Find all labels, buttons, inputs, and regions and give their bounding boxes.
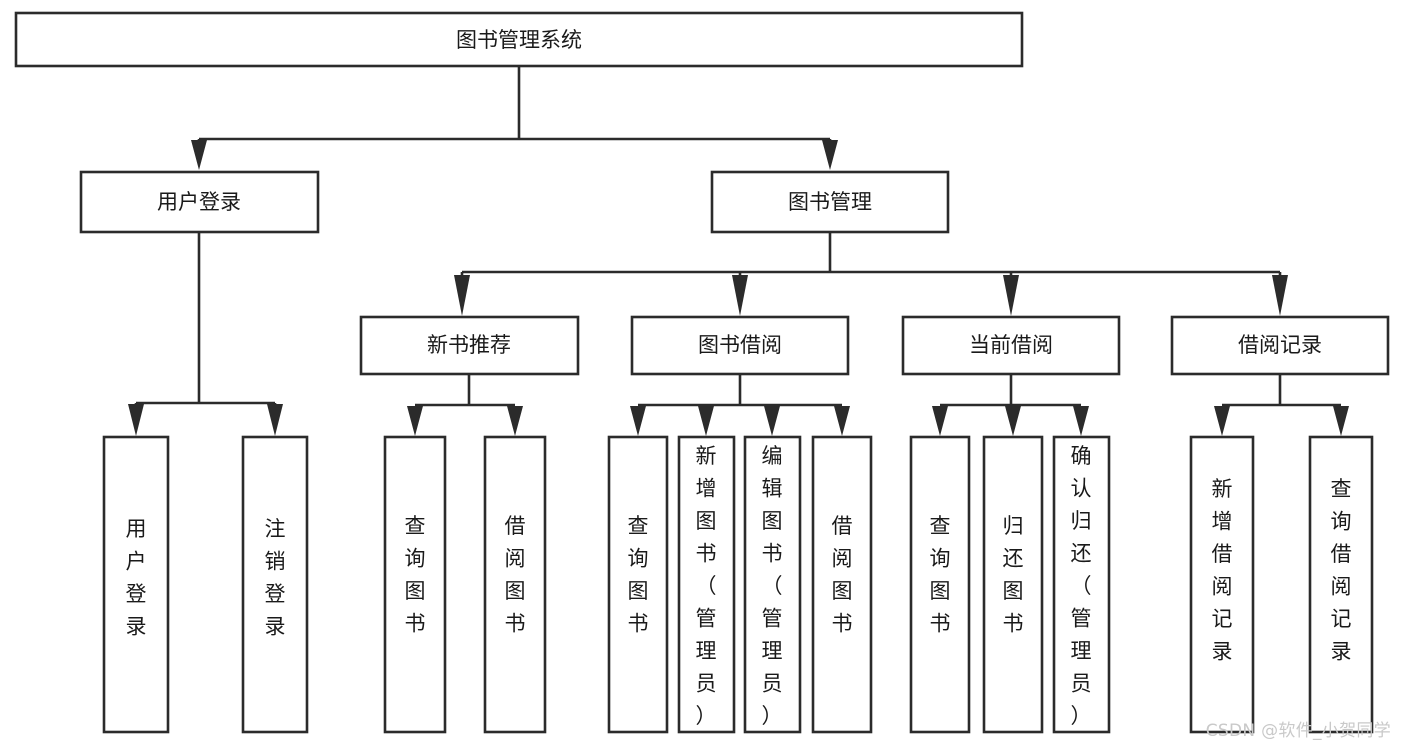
node-book-borrow-box[interactable]: [630, 315, 850, 376]
leaf-query-book-recommend-box[interactable]: [383, 435, 447, 734]
leaf-query-borrow-record[interactable]: 查询借阅记录: [1308, 435, 1374, 734]
node-root-label: 图书管理系统: [456, 28, 582, 52]
leaf-query-book-recommend[interactable]: 查询图书: [383, 435, 447, 734]
arrowhead-leaf-add-book-admin: [698, 406, 714, 436]
leaf-return-book-box[interactable]: [982, 435, 1044, 734]
arrowhead-leaf-add-borrow-record: [1214, 406, 1230, 436]
node-current-borrow-box[interactable]: [901, 315, 1121, 376]
node-new-book-recommend[interactable]: 新书推荐: [359, 315, 580, 376]
leaf-query-book-current-box[interactable]: [909, 435, 971, 734]
leaf-confirm-return-admin-box[interactable]: [1052, 435, 1111, 734]
leaf-query-borrow-record-box[interactable]: [1308, 435, 1374, 734]
leaf-logout-box[interactable]: [241, 435, 309, 734]
arrowhead-leaf-borrow-book: [834, 406, 850, 436]
leaf-edit-book-admin-label: 编辑图书（管理员）: [762, 444, 783, 728]
node-root-box[interactable]: [14, 11, 1024, 68]
arrowhead-user-login: [191, 140, 207, 170]
leaf-query-book-recommend-label: 查询图书: [405, 514, 426, 636]
connector-layer: [128, 66, 1349, 436]
arrowhead-leaf-borrow-book-recommend: [507, 406, 523, 436]
node-book-manage[interactable]: 图书管理: [710, 170, 950, 234]
node-new-book-recommend-box[interactable]: [359, 315, 580, 376]
arrowhead-leaf-query-book-borrow: [630, 406, 646, 436]
node-new-book-recommend-label: 新书推荐: [427, 333, 511, 357]
leaf-query-book-borrow-box[interactable]: [607, 435, 669, 734]
leaf-borrow-book[interactable]: 借阅图书: [811, 435, 873, 734]
leaf-borrow-book-label: 借阅图书: [832, 514, 853, 636]
leaf-user-login-label: 用户登录: [126, 517, 147, 639]
arrowhead-leaf-edit-book-admin: [764, 406, 780, 436]
arrowhead-leaf-query-book-current: [932, 406, 948, 436]
leaf-add-book-admin-label: 新增图书（管理员）: [696, 444, 717, 728]
leaf-user-login-box[interactable]: [102, 435, 170, 734]
node-root[interactable]: 图书管理系统: [14, 11, 1024, 68]
arrowhead-leaf-return-book: [1005, 406, 1021, 436]
leaf-query-borrow-record-label: 查询借阅记录: [1331, 477, 1352, 664]
leaf-logout-label: 注销登录: [265, 517, 286, 639]
leaf-logout[interactable]: 注销登录: [241, 435, 309, 734]
leaf-layer: 用户登录 注销登录 查询图书 借阅图书 查询图书 新增图书（管理员）: [102, 435, 1374, 734]
leaf-add-book-admin-box[interactable]: [677, 435, 736, 734]
arrowhead-leaf-confirm-return-admin: [1073, 406, 1089, 436]
leaf-edit-book-admin[interactable]: 编辑图书（管理员）: [743, 435, 802, 734]
leaf-add-book-admin[interactable]: 新增图书（管理员）: [677, 435, 736, 734]
node-current-borrow[interactable]: 当前借阅: [901, 315, 1121, 376]
arrowhead-leaf-query-borrow-record: [1333, 406, 1349, 436]
node-book-manage-label: 图书管理: [788, 190, 872, 214]
leaf-add-borrow-record[interactable]: 新增借阅记录: [1189, 435, 1255, 734]
arrowhead-leaf-user-login: [128, 404, 144, 436]
node-borrow-record-label: 借阅记录: [1238, 333, 1322, 357]
leaf-query-book-borrow[interactable]: 查询图书: [607, 435, 669, 734]
leaf-add-borrow-record-label: 新增借阅记录: [1212, 477, 1233, 664]
leaf-borrow-book-recommend[interactable]: 借阅图书: [483, 435, 547, 734]
leaf-user-login[interactable]: 用户登录: [102, 435, 170, 734]
leaf-confirm-return-admin-label: 确认归还（管理员）: [1071, 444, 1092, 728]
leaf-add-borrow-record-box[interactable]: [1189, 435, 1255, 734]
leaf-query-book-current-label: 查询图书: [930, 514, 951, 636]
node-user-login-box[interactable]: [79, 170, 320, 234]
node-current-borrow-label: 当前借阅: [969, 333, 1053, 357]
arrowhead-book-borrow: [732, 275, 748, 316]
arrowhead-borrow-record: [1272, 275, 1288, 316]
leaf-return-book-label: 归还图书: [1003, 514, 1024, 636]
leaf-borrow-book-recommend-label: 借阅图书: [505, 514, 526, 636]
arrowhead-leaf-logout: [267, 404, 283, 436]
leaf-return-book[interactable]: 归还图书: [982, 435, 1044, 734]
arrowhead-book-manage: [822, 140, 838, 170]
leaf-borrow-book-box[interactable]: [811, 435, 873, 734]
leaf-borrow-book-recommend-box[interactable]: [483, 435, 547, 734]
node-borrow-record-box[interactable]: [1170, 315, 1390, 376]
node-book-manage-box[interactable]: [710, 170, 950, 234]
leaf-edit-book-admin-box[interactable]: [743, 435, 802, 734]
arrowhead-leaf-query-book-recommend: [407, 406, 423, 436]
arrowhead-current-borrow: [1003, 275, 1019, 316]
node-book-borrow[interactable]: 图书借阅: [630, 315, 850, 376]
node-book-borrow-label: 图书借阅: [698, 333, 782, 357]
csdn-watermark: CSDN @软件_小贺同学: [1205, 721, 1391, 741]
node-user-login[interactable]: 用户登录: [79, 170, 320, 234]
node-user-login-label: 用户登录: [157, 190, 241, 214]
node-borrow-record[interactable]: 借阅记录: [1170, 315, 1390, 376]
leaf-confirm-return-admin[interactable]: 确认归还（管理员）: [1052, 435, 1111, 734]
leaf-query-book-current[interactable]: 查询图书: [909, 435, 971, 734]
leaf-query-book-borrow-label: 查询图书: [628, 514, 649, 636]
arrowhead-new-book-recommend: [454, 275, 470, 316]
